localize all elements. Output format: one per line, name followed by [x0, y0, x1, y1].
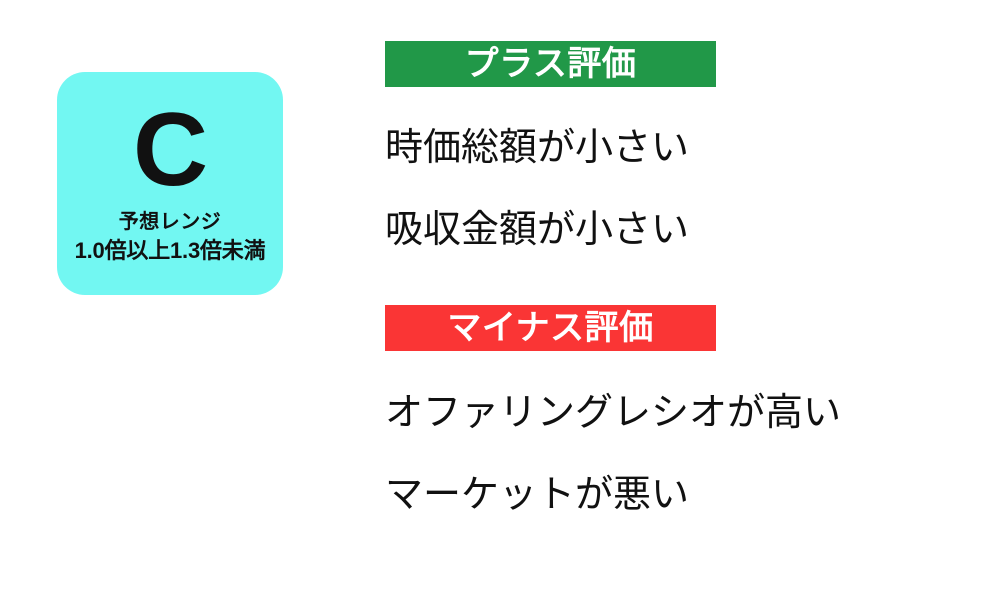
rating-range-value: 1.0倍以上1.3倍未満 — [74, 238, 266, 263]
positive-evaluation-section: プラス評価 時価総額が小さい 吸収金額が小さい — [385, 41, 945, 249]
positive-evaluation-list: 時価総額が小さい 吸収金額が小さい — [385, 129, 945, 249]
rating-range-block: 予想レンジ 1.0倍以上1.3倍未満 — [75, 210, 266, 266]
list-item: オファリングレシオが高い — [385, 392, 842, 434]
rating-range-label: 予想レンジ — [118, 211, 222, 233]
evaluation-column: プラス評価 時価総額が小さい 吸収金額が小さい マイナス評価 オファリングレシオ… — [385, 41, 945, 514]
negative-section-banner-label: マイナス評価 — [447, 309, 654, 347]
negative-section-banner: マイナス評価 — [385, 305, 716, 351]
negative-evaluation-section: マイナス評価 オファリングレシオが高い マーケットが悪い — [385, 305, 945, 514]
list-item: 時価総額が小さい — [385, 127, 690, 169]
rating-card: C 予想レンジ 1.0倍以上1.3倍未満 — [57, 72, 283, 295]
positive-section-banner: プラス評価 — [385, 41, 716, 87]
rating-grade-letter: C — [132, 92, 208, 208]
positive-section-banner-label: プラス評価 — [464, 45, 637, 83]
list-item: マーケットが悪い — [385, 474, 690, 516]
negative-evaluation-list: オファリングレシオが高い マーケットが悪い — [385, 394, 945, 514]
list-item: 吸収金額が小さい — [385, 209, 690, 251]
